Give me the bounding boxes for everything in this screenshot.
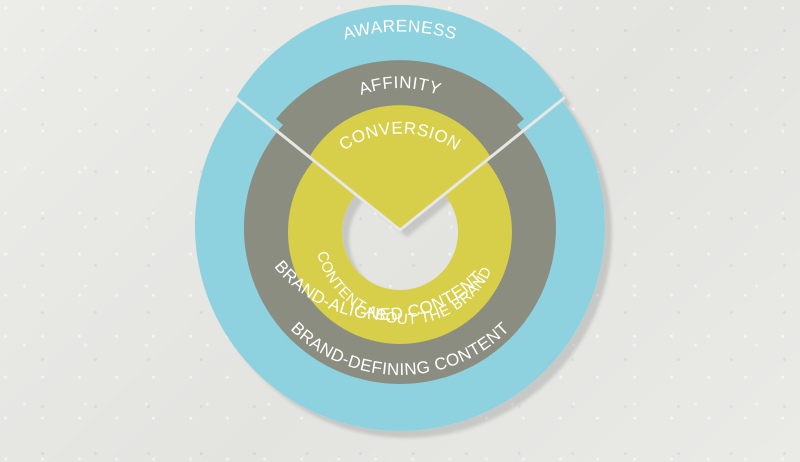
conversion-band [310, 105, 490, 230]
awareness-band [236, 4, 564, 124]
segment-divider-left [234, 96, 402, 232]
segment-divider-right [398, 96, 566, 232]
ring-stack [194, 4, 605, 431]
